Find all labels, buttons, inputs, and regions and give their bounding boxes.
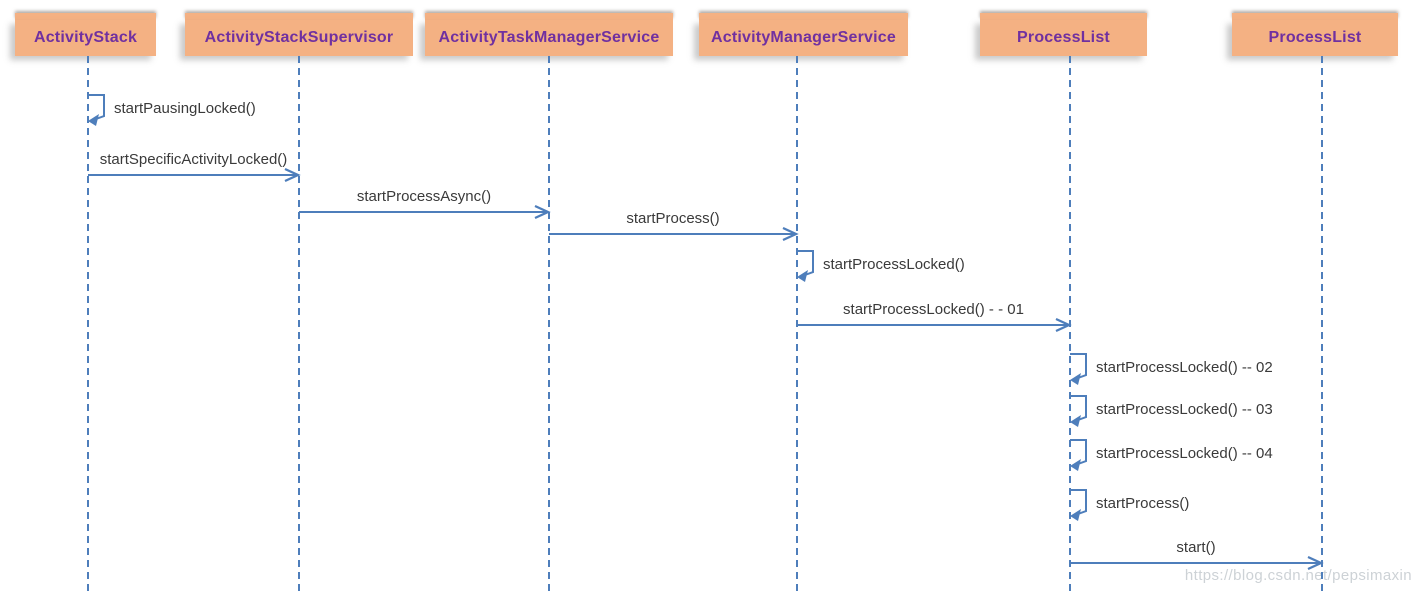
self-message: startProcessLocked(): [797, 250, 965, 282]
message-arrow: startProcessLocked() - - 01: [797, 301, 1072, 333]
self-message: startProcessLocked() -- 02: [1070, 353, 1273, 385]
self-message: startProcessLocked() -- 03: [1070, 395, 1273, 427]
message-arrow: startProcessAsync(): [299, 188, 551, 220]
participant-label: ProcessList: [1268, 29, 1362, 46]
participant-strip-remnant: [699, 13, 908, 20]
self-message: startPausingLocked(): [88, 94, 256, 126]
message-label: startProcessLocked() -- 04: [1096, 445, 1273, 462]
participant-box: ProcessList: [1232, 20, 1398, 56]
self-loop-line: [1070, 395, 1087, 421]
message-label: startProcess(): [1096, 495, 1189, 512]
message-label: startSpecificActivityLocked(): [100, 151, 288, 168]
message-label: startProcessLocked(): [823, 256, 965, 273]
self-message: startProcess(): [1070, 489, 1189, 521]
self-loop-line: [1070, 489, 1087, 515]
participant-label: ActivityStackSupervisor: [204, 29, 394, 46]
participant-box: ActivityStackSupervisor: [185, 20, 413, 56]
message-label: startProcessLocked() -- 02: [1096, 359, 1273, 376]
self-arrowhead-icon: [1070, 459, 1081, 471]
participant-box: ActivityTaskManagerService: [425, 20, 673, 56]
arrowhead-icon: [534, 204, 551, 220]
participant-box: ProcessList: [980, 20, 1147, 56]
participant-label: ActivityStack: [33, 29, 138, 46]
self-message: startProcessLocked() -- 04: [1070, 439, 1273, 471]
self-loop-line: [1070, 439, 1087, 465]
participant-label: ActivityTaskManagerService: [438, 29, 660, 46]
self-loop-line: [1070, 353, 1087, 379]
message-label: startPausingLocked(): [114, 100, 256, 117]
self-arrowhead-icon: [88, 114, 99, 126]
self-arrowhead-icon: [1070, 373, 1081, 385]
watermark: https://blog.csdn.net/pepsimaxin: [1184, 567, 1412, 584]
self-arrowhead-icon: [797, 270, 808, 282]
self-loop-line: [797, 250, 814, 276]
message-label: start(): [1176, 539, 1215, 556]
message-arrow: startSpecificActivityLocked(): [88, 151, 301, 183]
message-label: startProcessLocked() - - 01: [843, 301, 1024, 318]
participant-label: ProcessList: [1017, 29, 1110, 46]
arrowhead-icon: [1055, 317, 1072, 333]
self-loop-line: [88, 94, 105, 120]
message-label: startProcessLocked() -- 03: [1096, 401, 1273, 418]
arrowhead-icon: [782, 226, 799, 242]
message-label: startProcess(): [626, 210, 719, 227]
participant-strip-remnant: [185, 13, 413, 20]
self-arrowhead-icon: [1070, 509, 1081, 521]
participant-strip-remnant: [980, 13, 1147, 20]
participant-box: ActivityManagerService: [699, 20, 908, 56]
message-arrow: startProcess(): [549, 210, 799, 242]
message-label: startProcessAsync(): [357, 188, 491, 205]
participant-label: ActivityManagerService: [711, 29, 896, 46]
participant-box: ActivityStack: [15, 20, 156, 56]
arrowhead-icon: [284, 167, 301, 183]
participant-strip-remnant: [15, 13, 156, 20]
participant-strip-remnant: [1232, 13, 1398, 20]
message-arrow: start(): [1070, 539, 1324, 571]
arrowhead-icon: [1307, 555, 1324, 571]
participant-strip-remnant: [425, 13, 673, 20]
self-arrowhead-icon: [1070, 415, 1081, 427]
